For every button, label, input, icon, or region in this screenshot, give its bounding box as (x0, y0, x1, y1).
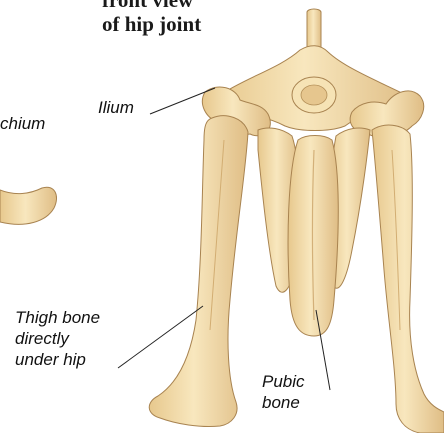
ilium-label: Ilium (98, 97, 134, 118)
pubic-bone-label-line-2: bone (262, 392, 305, 413)
thigh-bone-label-line-3: under hip (15, 349, 100, 370)
ischium-fragment (0, 187, 57, 224)
pubic-bone-label-line-1: Pubic (262, 371, 305, 392)
thigh-bone-label: Thigh bone directly under hip (15, 307, 100, 370)
ischium-label: chium (0, 113, 45, 134)
thigh-bone-label-line-1: Thigh bone (15, 307, 100, 328)
pubic-bone-label: Pubic bone (262, 371, 305, 413)
left-thigh-bone (149, 116, 248, 427)
thigh-bone-label-line-2: directly (15, 328, 100, 349)
right-thigh-bone (372, 125, 444, 433)
